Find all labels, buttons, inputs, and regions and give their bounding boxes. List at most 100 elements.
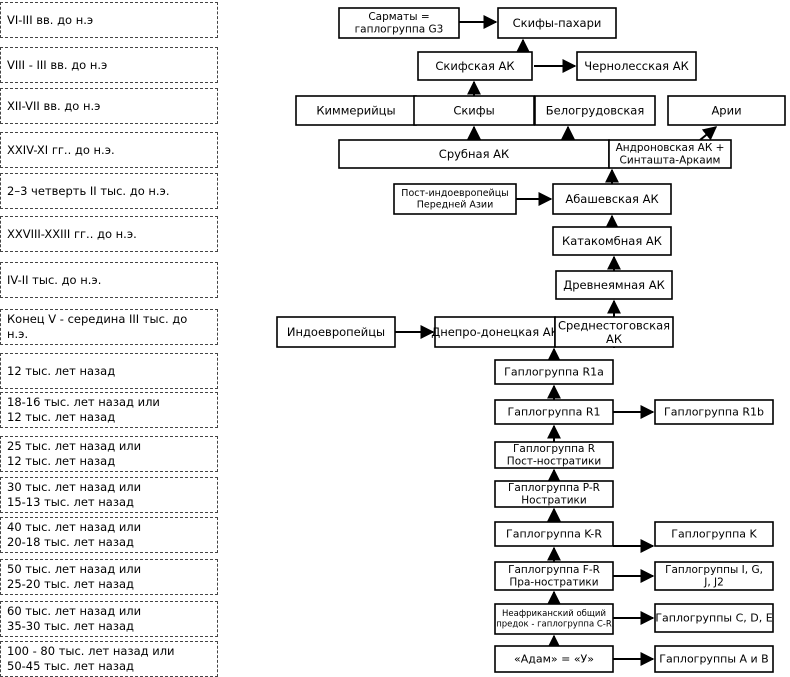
node-box	[338, 139, 610, 169]
node-box	[338, 7, 460, 39]
node-label: Гаплогруппы A и B	[659, 653, 768, 666]
node-label: Пост-индоевропейцы	[401, 188, 508, 199]
node-box	[494, 603, 614, 635]
node-label: Синташта-Аркаим	[620, 154, 721, 166]
node-belogrudovskaya: Белогрудовская	[534, 95, 656, 126]
period-cell: 60 тыс. лет назад или 35-30 тыс. лет наз…	[0, 601, 218, 637]
node-abashevskaya: Абашевская АК	[552, 183, 672, 215]
node-label: Скифы-пахари	[513, 16, 602, 30]
node-box	[413, 95, 535, 126]
node-box	[555, 270, 673, 300]
period-cell: XXIV-XI гг.. до н.э.	[0, 132, 218, 168]
node-label: Днепро-донецкая АК	[431, 325, 559, 339]
node-kimmeriytsy: Киммерийцы	[295, 95, 417, 126]
period-cell: IV-II тыс. до н.э.	[0, 262, 218, 298]
node-label: Андроновская АК +	[616, 142, 725, 154]
node-box	[497, 7, 617, 39]
node-dneprodonetskaya: Днепро-донецкая АК	[431, 316, 559, 348]
period-label: 60 тыс. лет назад или 35-30 тыс. лет наз…	[7, 604, 142, 633]
node-label: Пра-ностратики	[509, 576, 598, 588]
period-label: 18-16 тыс. лет назад или 12 тыс. лет наз…	[7, 395, 160, 424]
node-drevneyamnaya: Древнеямная АК	[555, 270, 673, 300]
node-label: Гаплогруппа F-R	[508, 564, 600, 576]
node-box	[667, 95, 786, 126]
node-box	[494, 441, 614, 469]
node-label: гаплогруппа G3	[355, 23, 444, 35]
node-andronovskaya: Андроновская АК +Синташта-Аркаим	[608, 139, 732, 169]
period-cell: 2–3 четверть II тыс. до н.э.	[0, 173, 218, 209]
period-cell: Конец V - середина III тыс. до н.э.	[0, 309, 218, 345]
period-cell: 25 тыс. лет назад или 12 тыс. лет назад	[0, 436, 218, 472]
period-cell: 100 - 80 тыс. лет назад или 50-45 тыс. л…	[0, 641, 218, 677]
node-label: Индоевропейцы	[287, 325, 385, 339]
period-cell: XXVIII-XXIII гг.. до н.э.	[0, 216, 218, 252]
period-cell: 18-16 тыс. лет назад или 12 тыс. лет наз…	[0, 392, 218, 428]
node-indoevropeytsy: Индоевропейцы	[276, 316, 396, 348]
node-label: Скифы	[453, 104, 494, 118]
period-label: 2–3 четверть II тыс. до н.э.	[7, 183, 170, 198]
node-box	[654, 399, 774, 425]
node-label: Гаплогруппа R1	[508, 406, 601, 419]
node-label: Скифская АК	[435, 59, 514, 73]
node-box	[654, 645, 774, 673]
node-box	[494, 561, 614, 591]
node-label: J, J2	[703, 576, 724, 588]
node-label: «Адам» = «У»	[514, 653, 594, 666]
period-cell: XII-VII вв. до н.э	[0, 88, 218, 124]
node-label: Гаплогруппа R	[513, 443, 595, 455]
node-box	[554, 316, 674, 348]
node-box	[654, 603, 774, 633]
node-label: Белогрудовская	[546, 104, 645, 118]
node-r1b: Гаплогруппа R1b	[654, 399, 774, 425]
period-label: XXVIII-XXIII гг.. до н.э.	[7, 226, 137, 241]
node-box	[434, 316, 556, 348]
period-label: 25 тыс. лет назад или 12 тыс. лет назад	[7, 439, 142, 468]
node-skify-pahari: Скифы-пахари	[497, 7, 617, 39]
period-label: 100 - 80 тыс. лет назад или 50-45 тыс. л…	[7, 644, 175, 673]
node-box	[494, 359, 614, 385]
node-label: Среднестоговская	[558, 318, 670, 332]
node-box	[552, 226, 672, 256]
node-label: Чернолесская АК	[584, 59, 688, 73]
node-ab: Гаплогруппы A и B	[654, 645, 774, 673]
period-cell: VI-III вв. до н.э	[0, 2, 218, 38]
node-label: Гаплогруппы C, D, E	[655, 612, 772, 625]
node-label: Неафриканский общий	[502, 609, 606, 619]
node-adam: «Адам» = «У»	[494, 645, 614, 673]
period-label: 30 тыс. лет назад или 15-13 тыс. лет наз…	[7, 480, 142, 509]
node-box	[295, 95, 417, 126]
period-label: IV-II тыс. до н.э.	[7, 272, 102, 287]
node-label: предок - гаплогруппа C-R	[496, 619, 612, 629]
period-cell: 12 тыс. лет назад	[0, 353, 218, 389]
node-box	[393, 183, 517, 215]
node-box	[654, 561, 774, 591]
period-label: 40 тыс. лет назад или 20-18 тыс. лет наз…	[7, 520, 142, 549]
period-label: 12 тыс. лет назад	[7, 363, 116, 378]
period-label: 50 тыс. лет назад или 25-20 тыс. лет наз…	[7, 562, 142, 591]
node-box	[494, 521, 614, 547]
node-cde: Гаплогруппы C, D, E	[654, 603, 774, 633]
node-label: Арии	[711, 104, 741, 118]
node-r1: Гаплогруппа R1	[494, 399, 614, 425]
node-box	[494, 645, 614, 673]
node-label: Гаплогруппа K	[671, 528, 757, 541]
node-katakombnaya: Катакомбная АК	[552, 226, 672, 256]
period-label: VIII - III вв. до н.э	[7, 57, 108, 72]
node-box	[534, 95, 656, 126]
node-skifskaya: Скифская АК	[417, 51, 533, 81]
node-k: Гаплогруппа K	[654, 521, 774, 547]
node-box	[608, 139, 732, 169]
node-label: Сарматы =	[368, 11, 429, 23]
node-label: Киммерийцы	[316, 104, 395, 118]
node-box	[552, 183, 672, 215]
node-label: Катакомбная АК	[562, 234, 662, 248]
node-label: Ностратики	[521, 494, 586, 506]
node-label: Абашевская АК	[565, 192, 658, 206]
node-r1a: Гаплогруппа R1a	[494, 359, 614, 385]
